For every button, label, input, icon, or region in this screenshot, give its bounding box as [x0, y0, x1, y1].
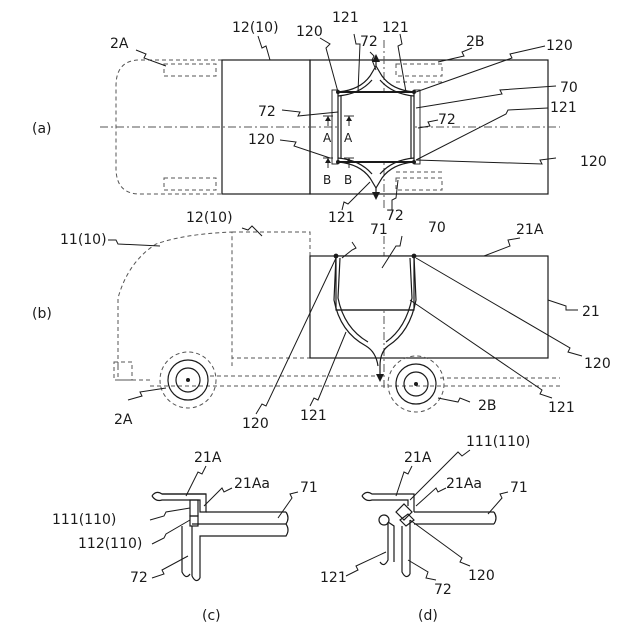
label-121-topright: 121: [382, 20, 409, 36]
label-72-top: 72: [360, 34, 378, 50]
label-121-d: 121: [320, 570, 347, 586]
label-111-110-c: 111(110): [52, 512, 116, 528]
label-120-side-right: 120: [584, 356, 611, 372]
panel-label-b: (b): [32, 306, 52, 322]
label-70-side: 70: [428, 220, 446, 236]
label-12-10-top: 12(10): [232, 20, 279, 36]
panel-label-d: (d): [418, 608, 438, 624]
label-72-left: 72: [258, 104, 276, 120]
view-a-top: A A B B 2A 12(10) 120 121 72 121 2B 120 …: [32, 10, 607, 226]
label-121-bottom: 121: [328, 210, 355, 226]
label-21-side: 21: [582, 304, 600, 320]
label-120-topright: 120: [546, 38, 573, 54]
label-21A-side: 21A: [516, 222, 544, 238]
label-72-bottom: 72: [386, 208, 404, 224]
label-2A-side: 2A: [114, 412, 133, 428]
label-112-110-c: 112(110): [78, 536, 142, 552]
label-120-left: 120: [248, 132, 275, 148]
label-21A-d: 21A: [404, 450, 432, 466]
label-2B-side: 2B: [478, 398, 497, 414]
label-70-top: 70: [560, 80, 578, 96]
label-121-right: 121: [550, 100, 577, 116]
label-72-right: 72: [438, 112, 456, 128]
label-12-10-side: 12(10): [186, 210, 233, 226]
panel-label-c: (c): [202, 608, 221, 624]
section-b-right: B: [344, 173, 352, 187]
label-121-topleft: 121: [332, 10, 359, 26]
label-111-110-d: 111(110): [466, 434, 530, 450]
label-121-side-left: 121: [300, 408, 327, 424]
label-120-right: 120: [580, 154, 607, 170]
label-120-topleft: 120: [296, 24, 323, 40]
label-71-d: 71: [510, 480, 528, 496]
label-71-c: 71: [300, 480, 318, 496]
label-21Aa-c: 21Aa: [234, 476, 270, 492]
label-2B-top: 2B: [466, 34, 485, 50]
view-d-detail: 21A 111(110) 21Aa 71 121 72 120 (d): [320, 434, 530, 624]
view-c-detail: 21A 21Aa 71 111(110) 112(110) 72 (c): [52, 450, 318, 624]
view-b-side: 11(10) 12(10) 71 70 21A 21 120 121 2A 2B…: [32, 210, 611, 432]
panel-label-a: (a): [32, 121, 52, 137]
label-2A-top: 2A: [110, 36, 129, 52]
section-a-left: A: [323, 131, 332, 145]
rear-wheel: [388, 356, 444, 412]
label-120-side-left: 120: [242, 416, 269, 432]
label-71-side: 71: [370, 222, 388, 238]
label-21Aa-d: 21Aa: [446, 476, 482, 492]
label-72-d: 72: [434, 582, 452, 598]
label-72-c: 72: [130, 570, 148, 586]
front-wheel: [160, 352, 216, 408]
section-b-left: B: [323, 173, 331, 187]
label-121-side-right: 121: [548, 400, 575, 416]
label-120-d: 120: [468, 568, 495, 584]
label-21A-c: 21A: [194, 450, 222, 466]
section-a-right: A: [344, 131, 353, 145]
label-11-10: 11(10): [60, 232, 107, 248]
